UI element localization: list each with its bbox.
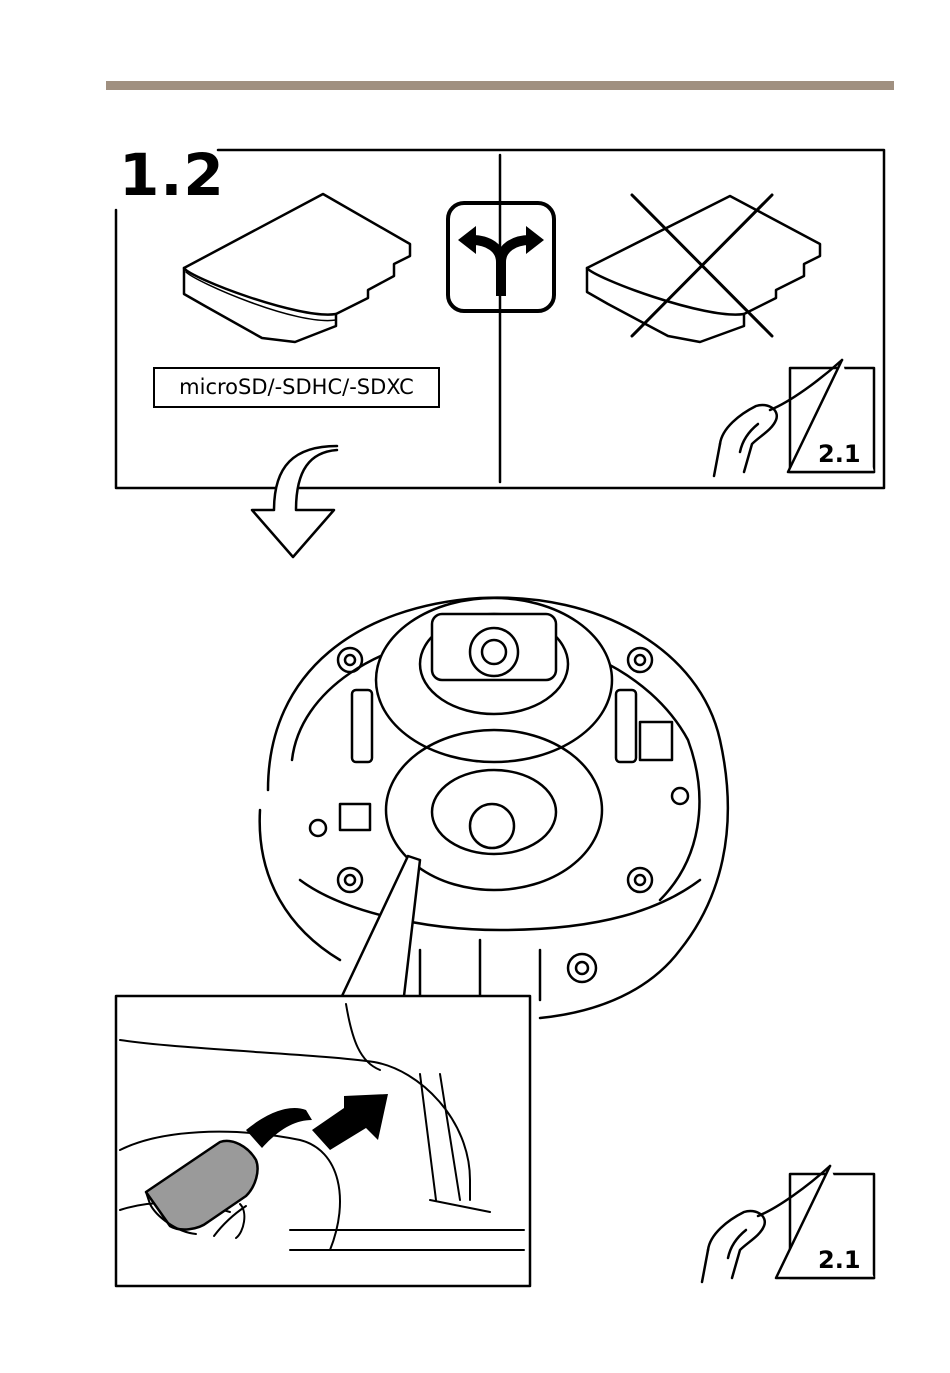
step-number: 1.2 <box>119 140 225 210</box>
page-ref-label: 2.1 <box>818 440 861 468</box>
crossed-out-card-icon <box>587 195 820 342</box>
detail-inset <box>116 996 530 1286</box>
camera-illustration <box>260 598 728 1018</box>
card-type-label: microSD/-SDHC/-SDXC <box>153 367 440 408</box>
curved-down-arrow-icon <box>252 446 337 557</box>
microsd-card-icon <box>184 194 410 342</box>
page-ref-label-bottom: 2.1 <box>818 1246 861 1274</box>
